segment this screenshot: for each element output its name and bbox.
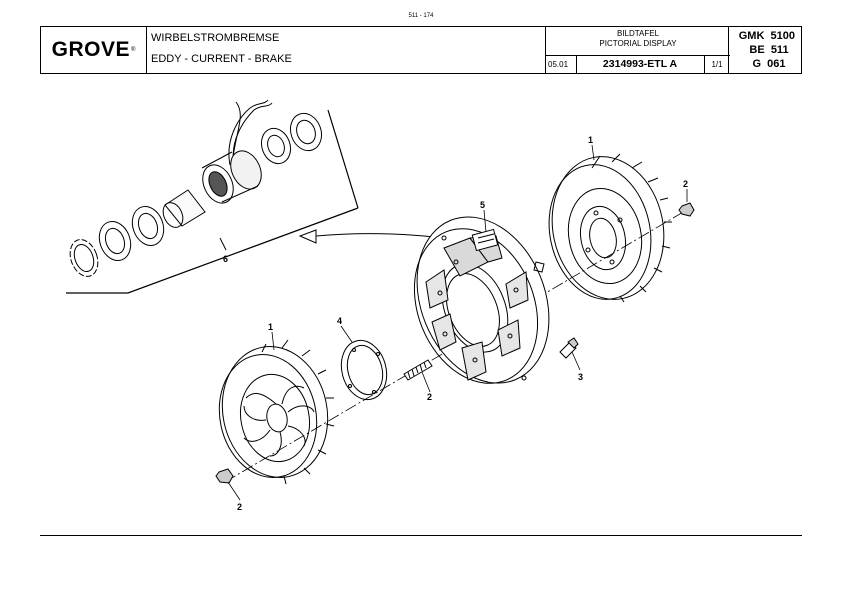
revision-date: 05.01	[548, 60, 569, 69]
gasket	[340, 339, 388, 401]
callout-2-nut-left: 2	[237, 502, 242, 512]
logo-text: GROVE	[51, 38, 130, 61]
stud-bolt	[403, 359, 433, 381]
detail-frame	[66, 109, 359, 294]
nut-left	[215, 468, 234, 484]
title-english: EDDY - CURRENT - BRAKE	[151, 53, 292, 65]
display-label-de: BILDTAFEL	[616, 29, 660, 38]
callout-2-nut-right: 2	[683, 179, 688, 189]
model-code-line3: G 061	[752, 58, 786, 70]
detail-arrowhead	[298, 229, 317, 244]
model-code-line1: GMK 5100	[738, 30, 795, 42]
screw	[559, 337, 579, 359]
nut-right	[678, 202, 695, 217]
callout-5-stator: 5	[480, 200, 485, 210]
callout-4-gasket: 4	[337, 316, 342, 326]
part-number: 2314993-ETL A	[602, 58, 678, 70]
sheet-number: 1/1	[711, 60, 723, 69]
display-box: BILDTAFEL PICTORIAL DISPLAY 05.01 231499…	[545, 27, 730, 73]
grove-logo: GROVE®	[41, 27, 147, 73]
page-number: 511 - 174	[408, 13, 434, 19]
rotor-left	[218, 339, 335, 485]
callout-3-screw: 3	[578, 372, 583, 382]
footer-rule	[40, 535, 802, 536]
callout-6-coil-detail: 6	[223, 254, 228, 264]
callout-1-rotor-left: 1	[268, 322, 273, 332]
stator-housing	[413, 216, 550, 384]
model-code-line2: BE 511	[749, 44, 789, 56]
display-label: BILDTAFEL PICTORIAL DISPLAY	[546, 29, 730, 49]
callout-1-rotor-right: 1	[588, 135, 593, 145]
divider	[704, 55, 705, 73]
title-german: WIRBELSTROMBREMSE	[151, 32, 280, 44]
callout-2-stud: 2	[427, 392, 432, 402]
divider	[576, 55, 577, 73]
model-code: GMK 5100 BE 511 G 061	[729, 29, 801, 71]
rotor-right	[548, 153, 672, 303]
leader-lines	[227, 144, 688, 501]
title-block: GROVE® WIRBELSTROMBREMSE EDDY - CURRENT …	[40, 26, 802, 74]
logo-registered-mark: ®	[130, 47, 136, 53]
coil-assembly-detail	[69, 99, 323, 277]
divider	[546, 55, 730, 56]
display-label-en: PICTORIAL DISPLAY	[599, 39, 677, 48]
